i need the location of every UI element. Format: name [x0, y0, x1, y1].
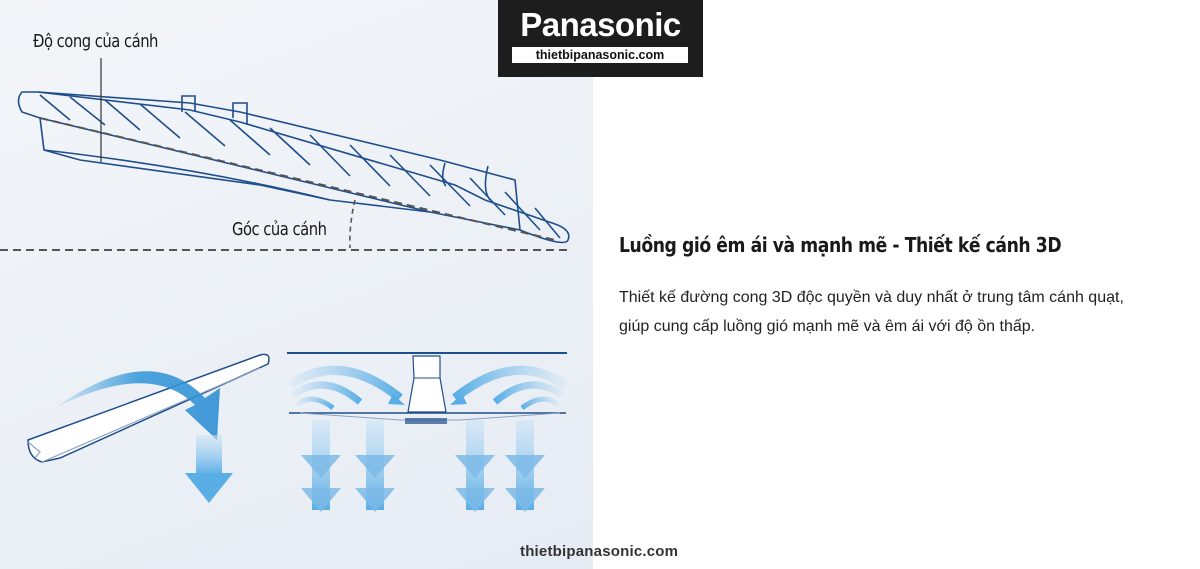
single-blade-airflow [27, 353, 270, 503]
section-heading: Luồng gió êm ái và mạnh mẽ - Thiết kế cá… [619, 233, 1062, 257]
description-line-2: giúp cung cấp luồng gió mạnh mẽ và êm ái… [619, 318, 1036, 335]
blade-cross-section [17, 91, 570, 244]
fan-blade-illustration: Độ cong của cánh Góc của cánh [0, 0, 593, 569]
logo-url-text: thietbipanasonic.com [512, 47, 688, 63]
angle-arc [349, 199, 356, 249]
watermark-text: thietbipanasonic.com [520, 543, 679, 560]
panasonic-logo: Panasonic thietbipanasonic.com [498, 0, 703, 77]
ceiling-fan-airflow [287, 352, 568, 512]
section-description: Thiết kế đường cong 3D độc quyền và duy … [619, 283, 1199, 341]
blade-diagram [0, 58, 570, 512]
blade-angle-label: Góc của cánh [232, 219, 327, 240]
chord-dashed-line [39, 117, 556, 241]
blade-curvature-label: Độ cong của cánh [33, 31, 158, 52]
logo-brand-text: Panasonic [520, 6, 681, 43]
description-line-1: Thiết kế đường cong 3D độc quyền và duy … [619, 289, 1124, 306]
